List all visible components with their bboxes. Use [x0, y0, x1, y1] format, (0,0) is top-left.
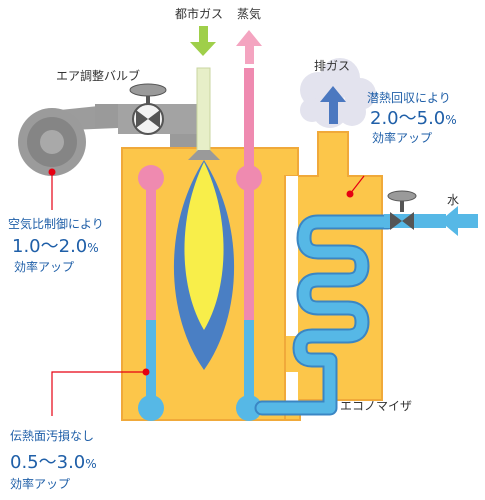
note-latent-heat-unit: %	[445, 113, 456, 127]
marker-latent-heat	[346, 175, 365, 198]
label-air-valve: エア調整バルブ	[56, 68, 140, 83]
note-fouling-number: 0.5〜3.0	[10, 452, 85, 473]
label-economizer: エコノマイザ	[340, 399, 412, 413]
label-city-gas: 都市ガス	[175, 6, 223, 21]
steam-arrow-icon	[236, 30, 262, 64]
exhaust-arrow-icon	[320, 86, 346, 124]
city-gas-arrow-icon	[190, 26, 216, 56]
marker-fouling	[51, 368, 150, 416]
note-air-ratio-unit: %	[87, 241, 98, 255]
note-latent-heat-title: 潜熱回収により	[367, 91, 451, 105]
label-water: 水	[447, 193, 459, 207]
right-water-tube	[236, 165, 262, 421]
note-latent-heat-value: 2.0〜5.0%	[370, 108, 457, 129]
burner-flame	[173, 160, 235, 370]
left-water-tube	[138, 165, 164, 421]
burner-nozzle	[188, 150, 220, 160]
note-air-ratio-title: 空気比制御により	[8, 216, 104, 231]
note-fouling-value: 0.5〜3.0%	[10, 452, 97, 473]
water-valve-icon	[387, 190, 417, 230]
marker-air-ratio	[48, 168, 56, 210]
note-fouling-unit: %	[85, 457, 96, 471]
air-valve-icon	[129, 83, 167, 135]
note-fouling-title: 伝熱面汚損なし	[10, 428, 94, 443]
label-exhaust: 排ガス	[314, 59, 350, 73]
blower-fan	[18, 104, 118, 176]
note-fouling-effect: 効率アップ	[10, 476, 70, 491]
gas-tube	[196, 67, 211, 159]
note-air-ratio-effect: 効率アップ	[14, 259, 74, 274]
section-gap-lower	[286, 372, 298, 402]
note-air-ratio-value: 1.0〜2.0%	[12, 236, 99, 257]
steam-riser	[244, 68, 254, 168]
section-gap	[286, 176, 298, 336]
water-inlet-pipe	[384, 214, 446, 228]
economizer-coil-inner	[256, 216, 394, 414]
note-latent-heat-effect: 効率アップ	[372, 130, 432, 145]
water-arrow-icon	[440, 206, 478, 236]
label-steam: 蒸気	[237, 6, 261, 21]
note-air-ratio-number: 1.0〜2.0	[12, 236, 87, 257]
note-latent-heat-number: 2.0〜5.0	[370, 108, 445, 129]
